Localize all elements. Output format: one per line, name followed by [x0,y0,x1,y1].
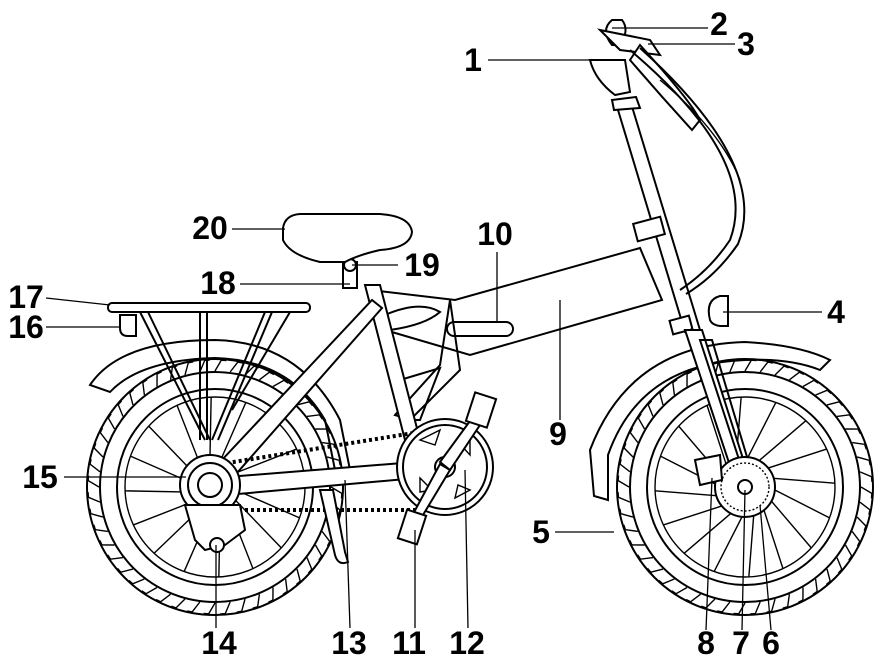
rear-cassette [179,454,241,516]
folding-latch [446,321,514,337]
callout-1: 1 [464,42,482,78]
kickstand [318,489,350,565]
callout-numbers: 1 2 3 4 5 6 7 8 9 10 11 12 13 14 15 16 1… [8,6,845,656]
callout-7: 7 [732,625,750,656]
callout-18: 18 [200,265,236,301]
callout-16: 16 [8,309,44,345]
saddle [282,213,414,263]
callout-14: 14 [201,625,237,656]
callout-6: 6 [762,625,780,656]
rear-rack [107,302,311,441]
handlebar-assembly [588,19,746,295]
front-disc-brake [693,453,776,518]
headlight [707,295,729,327]
callout-20: 20 [192,210,228,246]
callout-12: 12 [449,625,485,656]
callout-15: 15 [22,459,58,495]
front-fender [588,340,832,502]
callout-13: 13 [331,625,367,656]
callout-17: 17 [8,279,44,315]
lower-pedal [396,508,428,546]
callout-5: 5 [532,514,550,550]
bike-frame [203,99,758,498]
callout-2: 2 [710,6,728,42]
callout-9: 9 [549,416,567,452]
callout-3: 3 [737,26,755,62]
callout-19: 19 [404,247,440,283]
callout-10: 10 [477,216,513,252]
callout-8: 8 [697,625,715,656]
leader-lines [45,27,822,631]
callout-11: 11 [392,625,426,656]
rear-reflector [119,314,137,337]
callout-4: 4 [827,294,845,330]
upper-pedal [464,391,498,429]
